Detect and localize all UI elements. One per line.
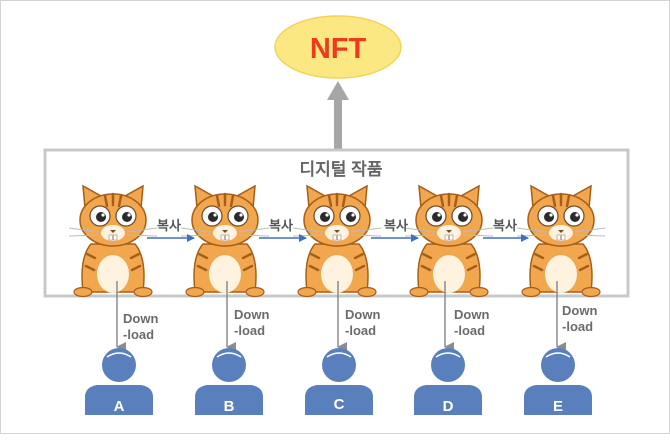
nft-label: NFT xyxy=(310,33,367,65)
download-label-e-line2: -load xyxy=(562,319,593,334)
copy-arrow-1: 복사 xyxy=(147,218,195,242)
download-label-a-line2: -load xyxy=(123,327,154,342)
download-label-c-line2: -load xyxy=(345,323,376,338)
user-b-label: B xyxy=(224,398,235,415)
download-arrow-a: Down -load xyxy=(116,281,158,352)
copy-arrow-4: 복사 xyxy=(483,218,529,242)
cat-image-5 xyxy=(517,186,605,297)
download-arrow-d: Down -load xyxy=(444,281,489,352)
download-label-b-line1: Down xyxy=(234,307,269,322)
user-c: C xyxy=(304,347,374,416)
user-a-label: A xyxy=(114,398,125,415)
download-label-e-line1: Down xyxy=(562,303,597,318)
user-d-label: D xyxy=(443,398,454,415)
user-e: E xyxy=(523,347,593,416)
nft-node: NFT xyxy=(274,15,402,79)
download-label-b-line2: -load xyxy=(234,323,265,338)
download-label-d-line2: -load xyxy=(454,323,485,338)
download-arrow-c: Down -load xyxy=(337,281,380,352)
copy-arrow-3: 복사 xyxy=(371,218,419,242)
download-arrow-e: Down -load xyxy=(556,281,597,352)
cat-image-1 xyxy=(69,186,157,297)
copy-label-4: 복사 xyxy=(493,218,517,233)
cat-image-3 xyxy=(293,186,381,297)
nft-ellipse xyxy=(274,15,402,79)
digital-work-box xyxy=(43,148,630,298)
copy-label-2: 복사 xyxy=(269,218,293,233)
up-arrow-to-nft xyxy=(327,81,349,150)
download-label-a-line1: Down xyxy=(123,311,158,326)
user-d: D xyxy=(413,347,483,416)
cat-image-4 xyxy=(405,186,493,297)
user-e-label: E xyxy=(553,398,563,415)
download-label-c-line1: Down xyxy=(345,307,380,322)
user-c-label: C xyxy=(334,396,345,413)
cat-image-2 xyxy=(181,186,269,297)
digital-work-title: 디지털 작품 xyxy=(300,160,383,179)
copy-arrow-2: 복사 xyxy=(259,218,307,242)
download-label-d-line1: Down xyxy=(454,307,489,322)
user-b: B xyxy=(194,347,264,416)
copy-label-1: 복사 xyxy=(157,218,181,233)
user-a: A xyxy=(84,347,154,416)
download-arrow-b: Down -load xyxy=(226,281,269,352)
copy-label-3: 복사 xyxy=(384,218,408,233)
